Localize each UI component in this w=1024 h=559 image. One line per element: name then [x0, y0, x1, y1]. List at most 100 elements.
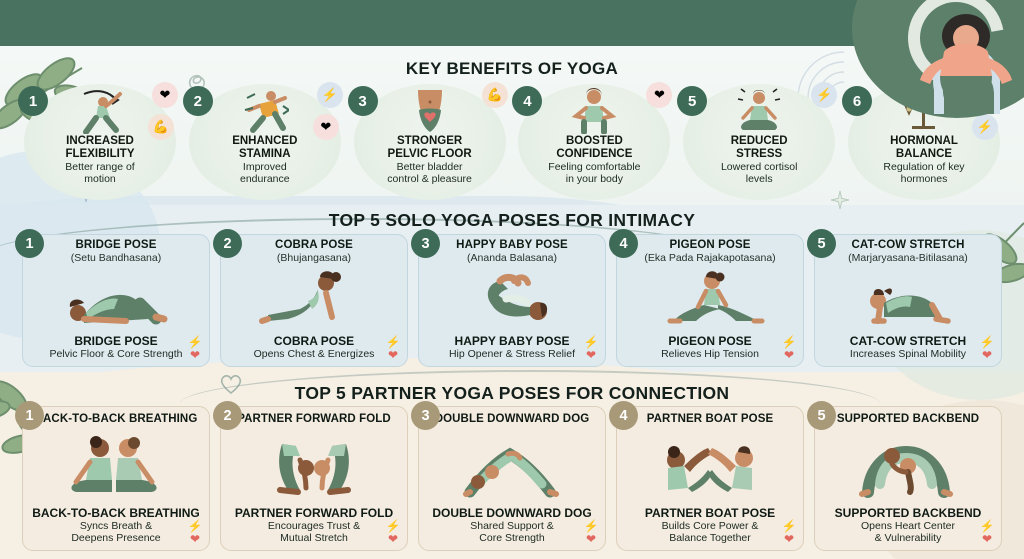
bolt-icon: ⚡ — [781, 335, 797, 349]
pose-icons: ⚡❤ — [186, 520, 204, 546]
pose-number-badge: 2 — [213, 229, 242, 258]
pose-illustration — [419, 426, 605, 507]
bolt-icon: ⚡ — [979, 335, 995, 349]
heart-icon: ❤ — [783, 348, 795, 362]
sparkle-small-icon — [830, 190, 850, 210]
benefit-illustration — [735, 88, 783, 134]
pose-label: HAPPY BABY POSE — [454, 334, 570, 349]
wave-divider-line — [0, 218, 740, 258]
pose-label: SUPPORTED BACKBEND — [834, 506, 982, 521]
pose-icons: ⚡❤ — [582, 336, 600, 362]
pose-label: PARTNER BOAT POSE — [644, 506, 776, 521]
pose-label: DOUBLE DOWNWARD DOG — [432, 506, 592, 521]
pose-number-badge: 4 — [609, 229, 638, 258]
heart-icon: ❤ — [783, 532, 795, 546]
heart-icon: ❤ — [189, 532, 201, 546]
pose-illustration — [221, 426, 407, 507]
pose-illustration — [617, 264, 803, 335]
heart-outline-icon — [220, 374, 242, 395]
heart-icon: ❤ — [387, 348, 399, 362]
bolt-icon: ⚡ — [979, 519, 995, 533]
bolt-icon: ⚡ — [583, 519, 599, 533]
benefit-title: ENHANCED STAMINA — [232, 135, 298, 160]
pose-icons: ⚡❤ — [780, 336, 798, 362]
meditating-woman-illustration — [920, 14, 1012, 114]
pose-benefit: Encourages Trust & Mutual Stretch — [267, 520, 361, 545]
pose-label: PIGEON POSE — [668, 334, 752, 349]
pose-name: PARTNER BOAT POSE — [646, 413, 774, 425]
benefit-title: STRONGER PELVIC FLOOR — [387, 135, 472, 160]
benefit-title: REDUCED STRESS — [730, 135, 788, 160]
pose-label: BRIDGE POSE — [74, 334, 158, 349]
bolt-icon: ⚡ — [385, 335, 401, 349]
pose-benefit: Shared Support & Core Strength — [470, 520, 554, 545]
pose-illustration — [419, 264, 605, 335]
heart-icon: ❤ — [981, 532, 993, 546]
benefit-number-badge: 2 — [182, 86, 213, 116]
muscle-icon: 💪 — [148, 114, 174, 140]
spiral-icon — [188, 74, 205, 91]
pose-sanskrit-name: (Setu Bandhasana) — [70, 252, 162, 264]
benefit-subtitle: Lowered cortisol levels — [720, 161, 798, 185]
pose-benefit: Increases Spinal Mobility — [849, 348, 967, 361]
bolt-icon: ⚡ — [316, 82, 343, 108]
pose-benefit: Opens Heart Center & Vulnerability — [861, 520, 955, 545]
bolt-icon: ⚡ — [583, 335, 599, 349]
pose-illustration — [23, 264, 209, 335]
muscle-icon: 💪 — [481, 82, 508, 108]
bolt-icon: ⚡ — [385, 519, 401, 533]
wave-divider-line-2 — [180, 370, 880, 404]
pose-label: PARTNER FORWARD FOLD — [234, 506, 394, 521]
pose-name: PARTNER FORWARD FOLD — [237, 413, 391, 425]
bolt-icon: ⚡ — [187, 335, 203, 349]
heart-icon: ❤ — [981, 348, 993, 362]
benefit-subtitle: Regulation of key hormones — [883, 161, 965, 185]
heart-icon: ❤ — [646, 82, 673, 108]
pose-label: BACK-TO-BACK BREATHING — [32, 506, 200, 521]
pose-name: BRIDGE POSE — [75, 239, 157, 251]
heart-icon: ❤ — [585, 532, 597, 546]
benefit-subtitle: Improved endurance — [239, 161, 290, 185]
pose-icons: ⚡❤ — [582, 520, 600, 546]
pose-icons: ⚡❤ — [780, 520, 798, 546]
pose-benefit: Relieves Hip Tension — [661, 348, 759, 361]
pose-sanskrit-name: (Eka Pada Rajakapotasana) — [644, 252, 776, 264]
benefit-title: INCREASED FLEXIBILITY — [65, 135, 135, 160]
pose-benefit: Opens Chest & Energizes — [253, 348, 375, 361]
pose-number-badge: 4 — [609, 401, 638, 430]
bolt-icon: ⚡ — [187, 519, 203, 533]
bolt-icon: ⚡ — [781, 519, 797, 533]
benefit-illustration — [406, 88, 454, 134]
section-title-partner: TOP 5 PARTNER YOGA POSES FOR CONNECTION — [294, 383, 730, 403]
benefit-subtitle: Feeling comfortable in your body — [548, 161, 641, 185]
benefit-subtitle: Better bladder control & pleasure — [387, 161, 472, 185]
heart-icon: ❤ — [312, 114, 339, 140]
bolt-icon: ⚡ — [971, 114, 998, 140]
pose-number-badge: 3 — [411, 401, 440, 430]
pose-number-badge: 1 — [15, 229, 44, 258]
pose-name: PIGEON POSE — [669, 239, 751, 251]
pose-number-badge: 3 — [411, 229, 440, 258]
pose-icons: ⚡❤ — [978, 520, 996, 546]
heart-icon: ❤ — [387, 532, 399, 546]
pose-sanskrit-name: (Bhujangasana) — [276, 252, 352, 264]
pose-illustration — [23, 426, 209, 507]
